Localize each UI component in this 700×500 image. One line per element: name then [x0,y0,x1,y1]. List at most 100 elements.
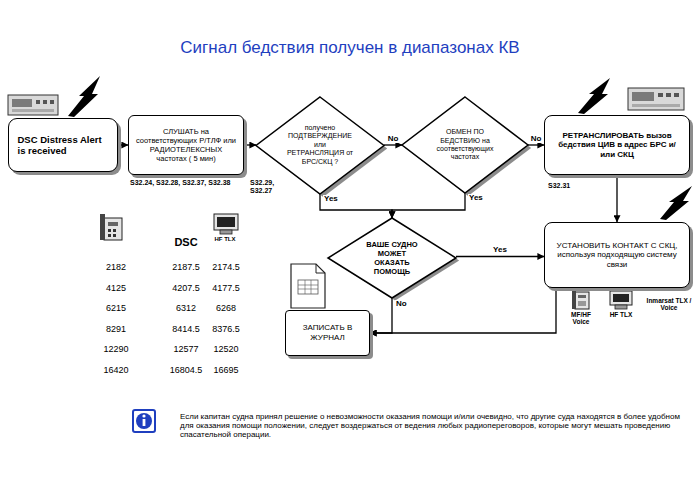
table-cell: 4207.5 [166,283,206,293]
radio-icon-part [666,93,671,97]
table-cell: 4125 [96,283,136,293]
flow-connector [616,175,617,222]
info-icon-part [142,414,145,417]
note-text: Если капитан судна принял решение о нево… [180,412,690,440]
computer-icon-part [217,217,235,227]
process-box: РЕТРАНСЛИРОВАТЬ вызов бедствия ЦИВ в адр… [544,115,690,175]
info-icon-part [143,419,146,426]
radio-icon-part [36,100,40,104]
log-box: ЗАПИСАТЬ В ЖУРНАЛ [285,310,370,356]
edge-label: No [387,135,400,143]
table-cell: 2174.5 [206,262,246,272]
diamond-shape [256,97,384,194]
telephone-icon-part [578,295,586,298]
flow-connector [528,144,544,145]
computer-icon [610,291,632,309]
channel-label: HF TLX [601,311,641,318]
radio-icon-part [632,104,680,107]
diamond-shape [328,218,456,298]
computer-icon-part [214,214,238,230]
node-text: DSC Distress Alert is received [18,134,109,157]
radio-icon-part [12,109,54,112]
flow-connector [320,194,392,219]
lightning-symbol [578,78,610,114]
radio-icon [628,88,684,110]
radio-icon-part [628,88,684,110]
node-body: РЕТРАНСЛИРОВАТЬ вызов бедствия ЦИВ в адр… [552,131,683,160]
lightning-symbol [68,76,100,117]
document-icon-part [316,264,325,273]
info-icon-part [133,410,155,432]
process-box: СЛУШАТЬ на соответствующих Р/ТЛФ или РАД… [128,115,244,175]
node-body: УСТАНОВИТЬ КОНТАКТ С СКЦ, используя подх… [552,241,683,270]
start-box: DSC Distress Alert is received [8,118,118,172]
lightning-symbol-part [578,78,610,114]
lightning-symbol [660,186,692,220]
table-cell: 16804.5 [166,365,206,375]
radio-icon-part [658,93,663,97]
flow-connector [384,144,402,145]
computer-icon-part [615,305,627,309]
table-cell: 16695 [206,365,246,375]
telephone-icon [100,214,122,240]
table-cell: 4177.5 [206,283,246,293]
edge-label: Yes [492,246,508,254]
diamond-shape [402,97,528,193]
radio-icon-part [43,100,47,104]
document-icon-part [298,285,318,286]
telephone-icon-part [572,290,576,309]
node-body: ВАШЕ СУДНО МОЖЕТ ОКАЗАТЬ ПОМОЩЬ [361,240,423,276]
computer-icon-part [220,230,232,234]
telephone-icon-part [578,301,586,306]
document-icon [291,264,325,308]
table-cell: 6268 [206,303,246,313]
table-cell: 12290 [96,344,136,354]
decision-diamond: ВАШЕ СУДНО МОЖЕТ ОКАЗАТЬ ПОМОЩЬ [328,218,456,298]
telephone-icon-part [108,222,118,226]
flow-connector [392,193,465,218]
telephone-icon-part [104,218,122,240]
radio-icon-part [632,92,654,101]
node-body: получено ПОДТВЕРЖДЕНИЕ или РЕТРАНСЛЯЦИЯ … [285,124,355,166]
edge-label: No [530,135,543,143]
computer-icon-part [610,291,632,305]
document-icon-part [298,289,318,290]
table-cell: 16420 [96,365,136,375]
radio-icon-part [8,95,58,115]
node-text: СЛУШАТЬ на соответствующих Р/ТЛФ или РАД… [135,127,238,163]
telephone-icon-part [100,214,105,240]
node-text: УСТАНОВИТЬ КОНТАКТ С СКЦ, используя подх… [552,241,683,270]
radio-icon-part [50,100,54,104]
table-cell: 12520 [206,344,246,354]
node-text: РЕТРАНСЛИРОВАТЬ вызов бедствия ЦИВ в адр… [552,131,683,160]
document-icon-part [298,280,318,294]
flow-connector [370,298,392,333]
radio-icon-part [12,99,32,107]
node-body: СЛУШАТЬ на соответствующих Р/ТЛФ или РАД… [135,127,238,163]
flow-connector [244,144,256,145]
telephone-icon-part [575,292,589,309]
table-cell: 2182 [96,262,136,272]
channel-label: Inmarsat TLX / Voice [642,297,696,312]
node-text: ВАШЕ СУДНО МОЖЕТ ОКАЗАТЬ ПОМОЩЬ [361,240,423,276]
edge-label: Yes [323,195,339,203]
telephone-icon-part [108,234,111,237]
column-header: HF TLX [205,236,245,243]
lightning-symbol-part [68,76,100,117]
document-icon-part [305,280,306,294]
radio-icon [8,95,58,115]
computer-icon-part [613,294,629,302]
info-icon-part [136,413,152,429]
lightning-symbol-part [660,186,692,220]
telephone-icon [572,290,589,309]
document-icon-part [291,264,325,308]
rule-reference: S32.31 [548,182,598,190]
diagram-title: Сигнал бедствия получен в диапазонах КВ [0,38,700,58]
document-icon-part [311,280,312,294]
decision-diamond: ОБМЕН ПО БЕДСТВИЮ на соответствующих час… [402,97,528,193]
rule-reference: S32.29, S32.27 [250,179,290,195]
decision-diamond: получено ПОДТВЕРЖДЕНИЕ или РЕТРАНСЛЯЦИЯ … [256,97,384,194]
table-cell: 12577 [166,344,206,354]
